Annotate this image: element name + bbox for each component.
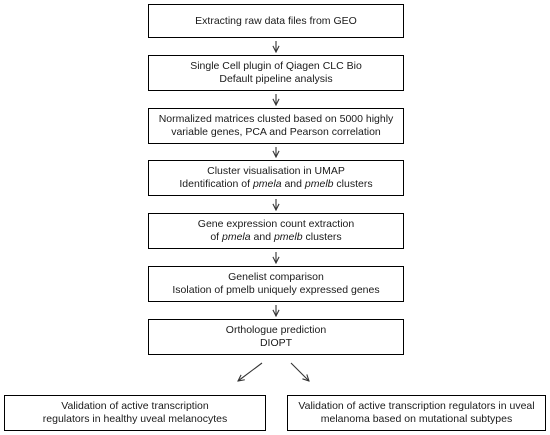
box-text-line: melanoma based on mutational subtypes bbox=[321, 413, 512, 426]
text-segment: regulators in healthy uveal melanocytes bbox=[42, 413, 228, 425]
text-segment: Isolation of pmelb uniquely expressed ge… bbox=[172, 284, 380, 296]
text-segment: melanoma based on mutational subtypes bbox=[320, 413, 513, 425]
box-text-line: Normalized matrices clusted based on 500… bbox=[159, 113, 394, 126]
text-segment: Extracting raw data files from GEO bbox=[195, 14, 357, 27]
arrow-to-melanoma bbox=[290, 362, 309, 381]
text-segment: variable genes, PCA and Pearson correlat… bbox=[171, 126, 381, 138]
text-segment: Cluster visualisation in UMAP bbox=[207, 165, 345, 177]
step-extract-raw-data: Extracting raw data files from GEO bbox=[148, 4, 404, 38]
box-text-line: Default pipeline analysis bbox=[219, 73, 332, 86]
box-text-line: Extracting raw data files from GEO bbox=[195, 15, 357, 28]
text-segment: and bbox=[250, 231, 274, 243]
text-segment: clusters bbox=[333, 178, 373, 190]
box-text-line: Identification of pmela and pmelb cluste… bbox=[179, 178, 372, 191]
box-text-line: Cluster visualisation in UMAP bbox=[207, 165, 345, 178]
gene-name: pmelb bbox=[273, 231, 303, 243]
text-segment: Normalized matrices clusted based on 500… bbox=[158, 113, 394, 125]
text-segment: Default pipeline analysis bbox=[219, 73, 333, 85]
box-text-line: Validation of active transcription regul… bbox=[298, 400, 534, 413]
text-segment: Gene expression count extraction bbox=[197, 218, 355, 230]
box-text-line: Isolation of pmelb uniquely expressed ge… bbox=[172, 284, 379, 297]
gene-name: pmela bbox=[222, 231, 251, 243]
box-text-line: Gene expression count extraction bbox=[198, 218, 354, 231]
text-segment: Genelist comparison bbox=[228, 271, 324, 283]
text-segment: and bbox=[281, 178, 305, 190]
text-segment: DIOPT bbox=[259, 337, 293, 349]
text-segment: clusters bbox=[302, 231, 342, 243]
gene-name: pmela bbox=[252, 178, 282, 190]
text-segment: Validation of active transcription regul… bbox=[298, 400, 535, 412]
box-text-line: of pmela and pmelb clusters bbox=[210, 231, 341, 244]
text-segment: Orthologue prediction bbox=[225, 324, 327, 336]
step-normalized-matrices: Normalized matrices clusted based on 500… bbox=[148, 108, 404, 144]
text-segment: Validation of active transcription bbox=[61, 400, 209, 412]
text-segment: of bbox=[210, 231, 222, 243]
text-segment: Single Cell plugin of Qiagen CLC Bio bbox=[190, 60, 362, 72]
box-text-line: Orthologue prediction bbox=[226, 324, 326, 337]
box-text-line: DIOPT bbox=[260, 337, 292, 350]
gene-name: pmelb bbox=[304, 178, 334, 190]
text-segment: Identification of bbox=[179, 178, 253, 190]
box-text-line: regulators in healthy uveal melanocytes bbox=[43, 413, 227, 426]
box-text-line: Validation of active transcription bbox=[61, 400, 208, 413]
output-melanoma-subtypes: Validation of active transcription regul… bbox=[287, 395, 546, 431]
box-text-line: variable genes, PCA and Pearson correlat… bbox=[171, 126, 381, 139]
box-text-line: Genelist comparison bbox=[228, 271, 324, 284]
arrow-to-healthy bbox=[238, 362, 263, 381]
box-text-line: Single Cell plugin of Qiagen CLC Bio bbox=[190, 60, 362, 73]
